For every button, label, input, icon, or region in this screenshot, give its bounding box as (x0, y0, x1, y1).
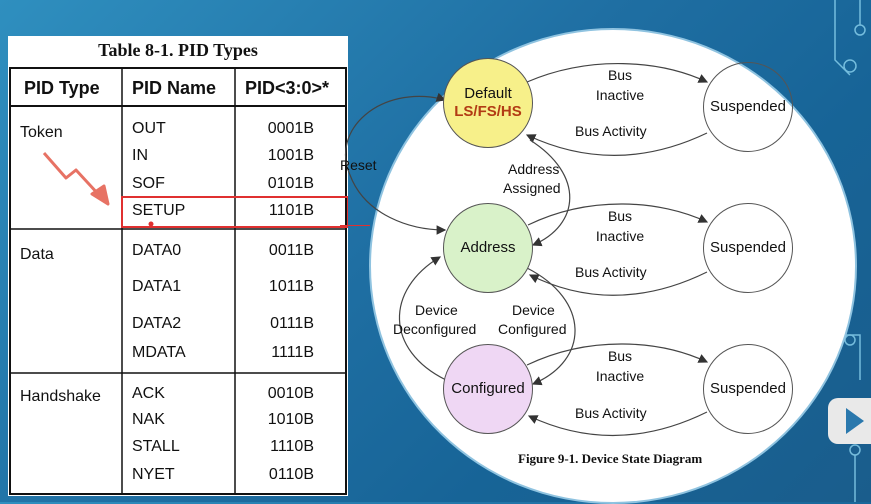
state-suspended-2: Suspended (703, 203, 793, 293)
group-handshake: Handshake (20, 388, 101, 405)
label-bus-activity: Bus Activity (575, 123, 647, 139)
pid-value: 1010B (267, 411, 314, 428)
header-pid-name: PID Name (132, 78, 217, 98)
label-deconfigured: Deconfigured (393, 321, 477, 337)
label-inactive: Inactive (595, 368, 645, 384)
header-pid-bits: PID<3:0>* (245, 78, 330, 98)
diagram-caption: Figure 9-1. Device State Diagram (518, 451, 703, 466)
label-reset: Reset (340, 157, 377, 173)
label-inactive: Inactive (595, 87, 645, 103)
label-bus: Bus (607, 348, 633, 364)
state-default-speed: LS/FS/HS (454, 103, 522, 120)
group-token: Token (20, 124, 63, 141)
label-inactive: Inactive (595, 228, 645, 244)
pid-name: IN (132, 147, 148, 164)
pid-name: OUT (132, 120, 166, 137)
state-address: Address (443, 203, 533, 293)
state-suspended-1: Suspended (703, 62, 793, 152)
state-default: Default LS/FS/HS (443, 58, 533, 148)
header-pid-type: PID Type (24, 78, 100, 98)
pid-name: NAK (132, 411, 165, 428)
pid-name: DATA1 (132, 278, 182, 295)
pid-value: 0111B (270, 315, 314, 332)
pid-value-setup: 1101B (268, 202, 314, 219)
play-icon[interactable] (824, 392, 871, 450)
pid-name: STALL (132, 438, 180, 455)
pointer-arrow-icon (42, 152, 110, 206)
label-address: Address (508, 161, 560, 177)
group-data: Data (20, 246, 54, 263)
pid-value: 0101B (267, 175, 314, 192)
pid-types-table: Table 8-1. PID Types PID Type PID Name P… (8, 36, 348, 496)
pid-name: DATA0 (132, 242, 182, 259)
label-bus-activity: Bus Activity (575, 264, 647, 280)
state-default-label: Default (464, 85, 512, 102)
table-title: Table 8-1. PID Types (98, 40, 258, 60)
pid-value: 0110B (268, 466, 314, 483)
label-assigned: Assigned (503, 180, 561, 196)
label-device-right: Device (512, 302, 555, 318)
pid-value: 0001B (267, 120, 314, 137)
pid-value: 0010B (267, 385, 314, 402)
pid-value: 1111B (271, 344, 314, 361)
pid-name: MDATA (132, 344, 186, 361)
pid-name: SOF (132, 175, 165, 192)
pid-value: 0011B (268, 242, 314, 259)
setup-highlight-box (121, 196, 348, 228)
table-grid (9, 67, 348, 495)
label-configured: Configured (498, 321, 567, 337)
pid-value: 1011B (268, 278, 314, 295)
pid-name-setup: SETUP (132, 202, 186, 219)
pid-name: ACK (132, 385, 165, 402)
pid-name: NYET (132, 466, 175, 483)
pid-value: 1001B (267, 147, 314, 164)
pid-name: DATA2 (132, 315, 182, 332)
state-configured: Configured (443, 344, 533, 434)
state-suspended-3: Suspended (703, 344, 793, 434)
label-bus: Bus (607, 67, 633, 83)
label-bus-activity: Bus Activity (575, 405, 647, 421)
label-bus: Bus (607, 208, 633, 224)
pid-value: 1110B (270, 438, 314, 455)
label-device-left: Device (415, 302, 458, 318)
